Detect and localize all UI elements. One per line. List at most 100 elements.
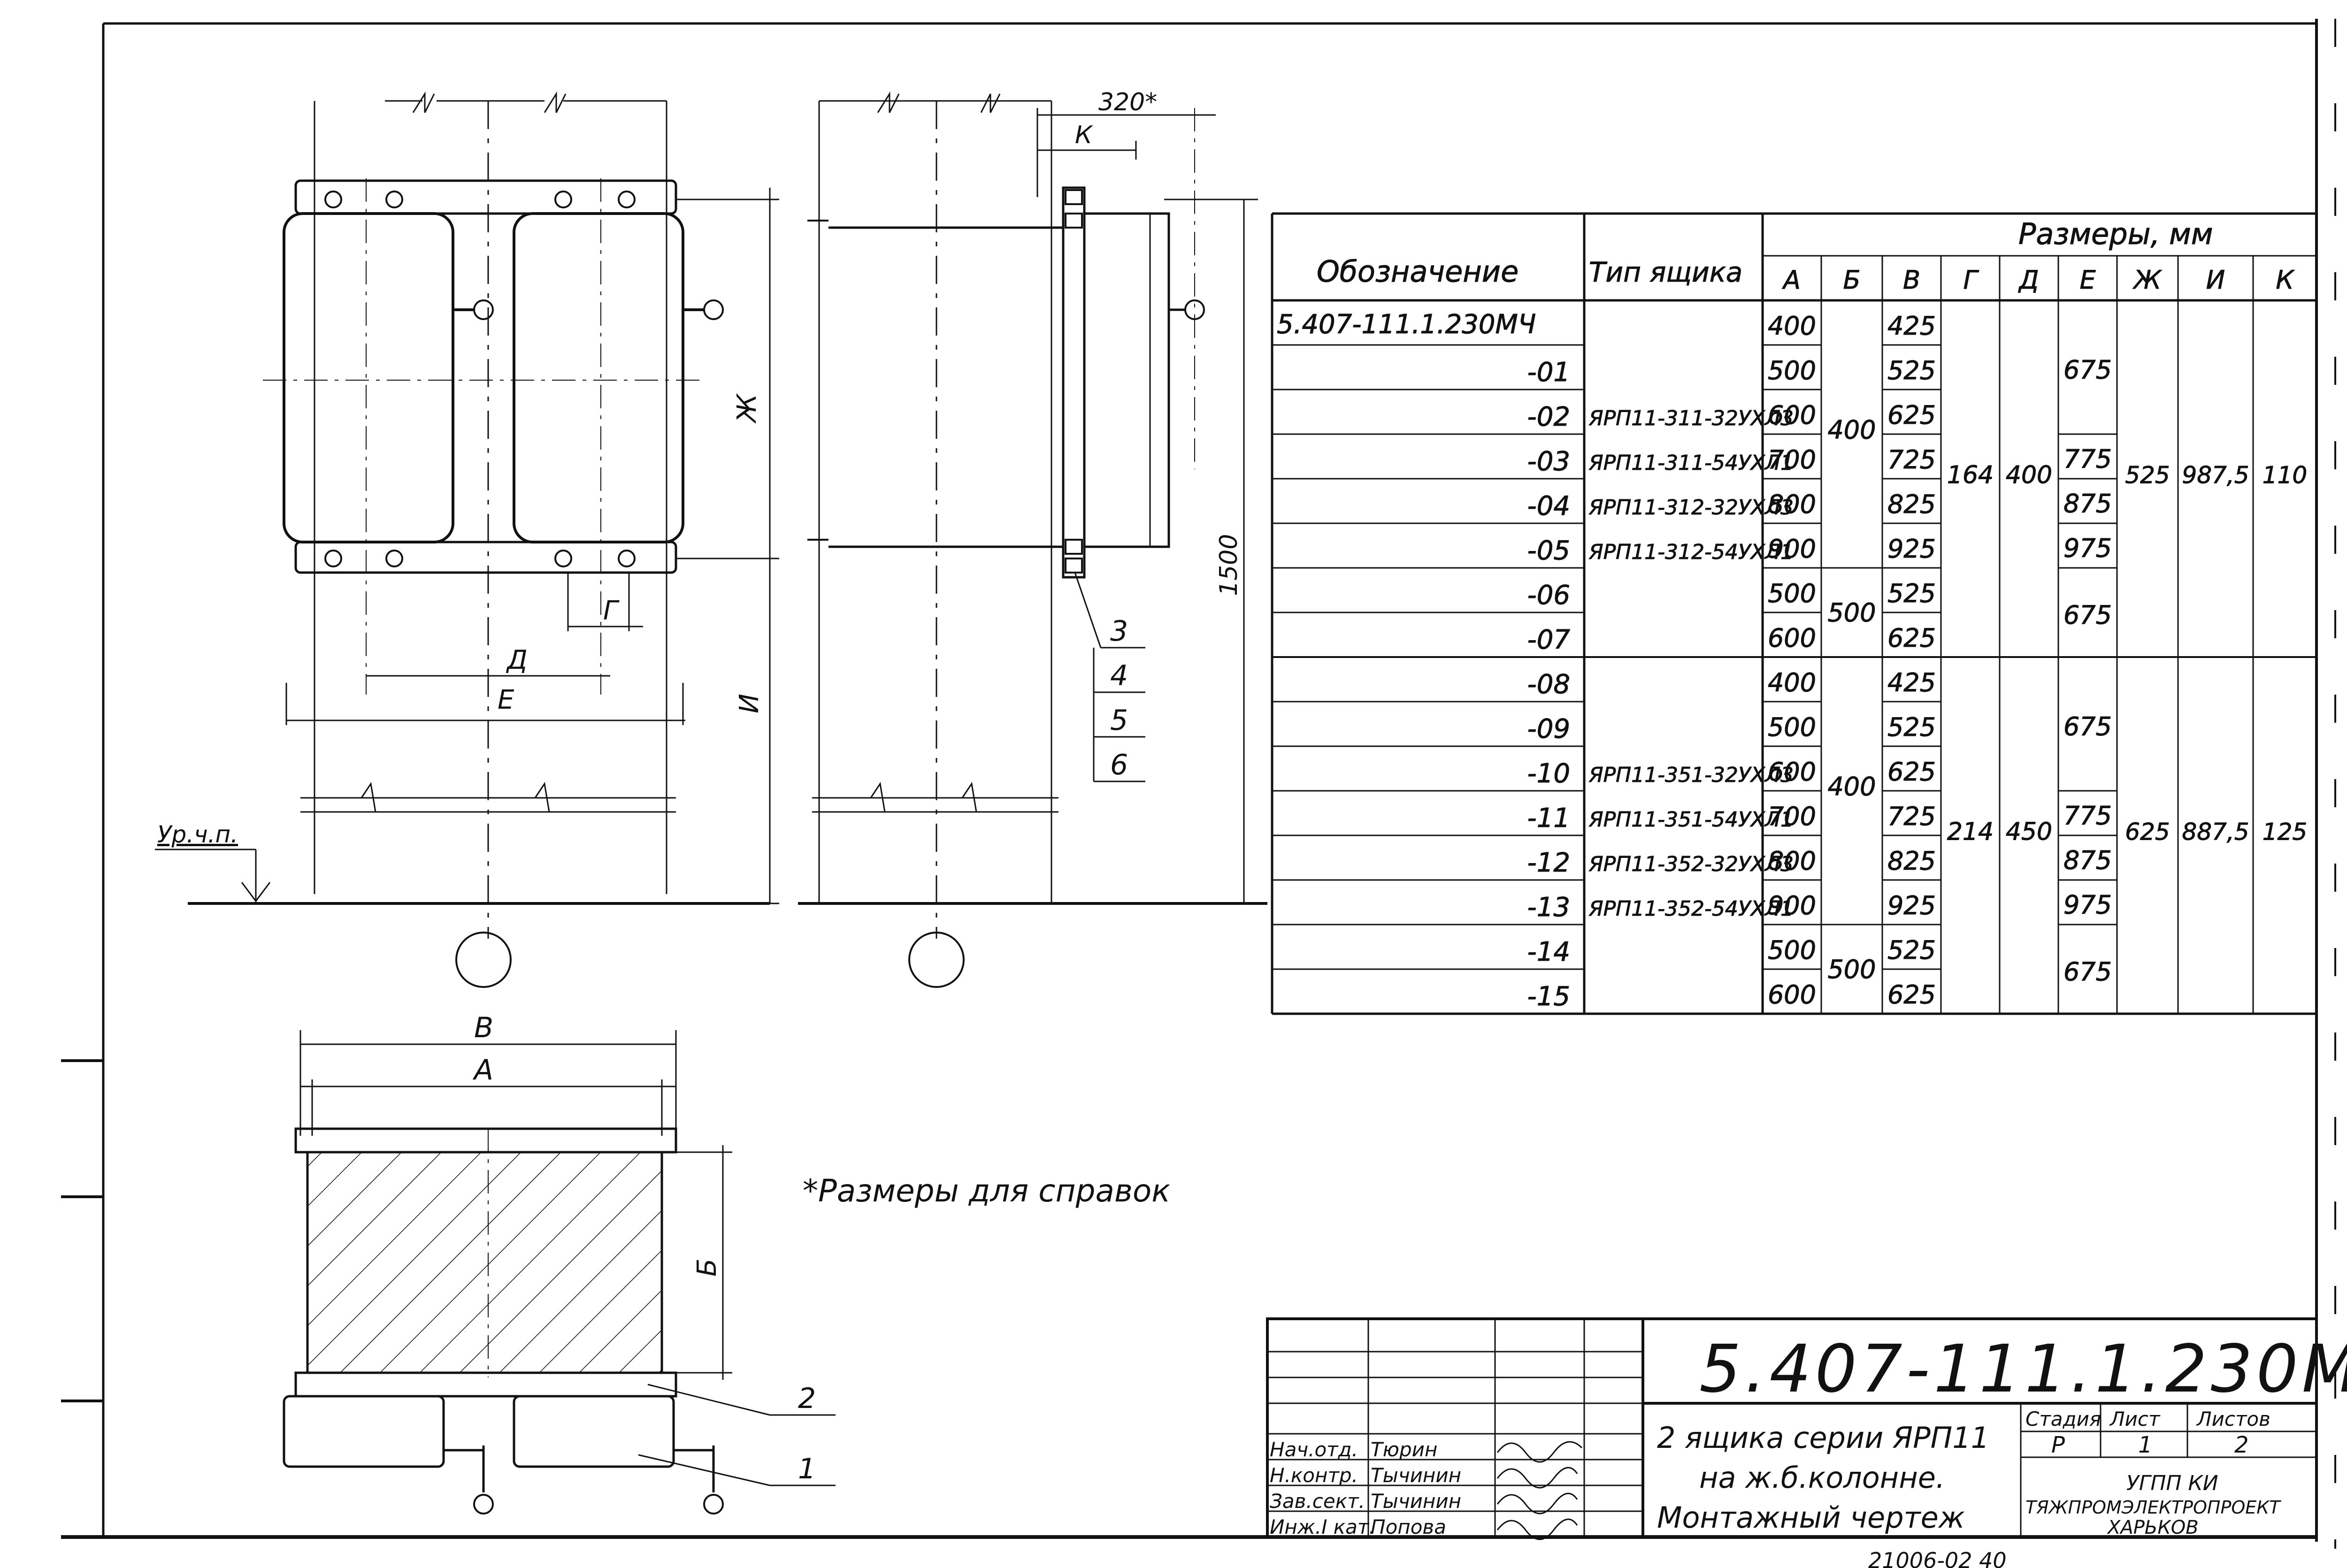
size-b-cell: 500	[1827, 955, 1876, 984]
dim-v-label: В	[474, 1011, 493, 1044]
designation-cell: 5.407-111.1.230МЧ	[1277, 309, 1536, 340]
designation-cell: -01	[1527, 357, 1570, 388]
size-a-cell: 600	[1768, 623, 1816, 653]
size-v-cell: 925	[1887, 534, 1936, 564]
role-0: Нач.отд.	[1270, 1438, 1358, 1461]
dim-k-label: К	[1075, 121, 1093, 149]
column-header: А	[1782, 265, 1801, 295]
size-a-cell: 400	[1768, 311, 1816, 341]
size-a-cell: 500	[1768, 712, 1816, 742]
header-designation: Обозначение	[1317, 254, 1519, 289]
size-e-cell: 675	[2063, 957, 2112, 987]
box-type-cell: ЯРП11-351-32УХЛ3	[1588, 763, 1794, 787]
size-a-cell: 900	[1768, 891, 1816, 920]
size-i-cell: 987,5	[2182, 462, 2249, 489]
org-line-1: УГПП КИ	[2126, 1471, 2218, 1495]
size-e-cell: 875	[2063, 489, 2112, 518]
doc-number: 5.407-111.1.230МЧ	[1699, 1331, 2347, 1407]
size-v-cell: 425	[1887, 311, 1936, 341]
title-line-1: 2 ящика серии ЯРП11	[1657, 1421, 1989, 1455]
column-header: Д	[2018, 265, 2039, 295]
name-3: Попова	[1371, 1515, 1446, 1538]
sheets-value: 2	[2234, 1432, 2249, 1458]
size-zh-cell: 525	[2125, 462, 2170, 489]
size-v-cell: 725	[1887, 802, 1936, 831]
size-a-cell: 500	[1768, 935, 1816, 965]
callout-2: 2	[798, 1382, 816, 1415]
dim-d-label: Д	[506, 645, 528, 675]
size-v-cell: 625	[1887, 980, 1936, 1010]
size-d-cell: 400	[2006, 461, 2052, 490]
size-a-cell: 500	[1768, 579, 1816, 608]
column-header: К	[2276, 265, 2295, 295]
callout-6: 6	[1110, 749, 1128, 781]
size-v-cell: 525	[1887, 712, 1936, 742]
box-type-cell: ЯРП11-352-32УХЛ3	[1588, 852, 1794, 876]
size-a-cell: 600	[1768, 757, 1816, 787]
role-1: Н.контр.	[1270, 1464, 1358, 1487]
size-e-cell: 675	[2063, 600, 2112, 630]
column-header: Б	[1843, 265, 1860, 295]
size-e-cell: 975	[2063, 533, 2112, 563]
callout-4: 4	[1110, 659, 1128, 692]
signatures	[1496, 1441, 1583, 1540]
size-v-cell: 725	[1887, 445, 1936, 474]
designation-cell: -02	[1527, 402, 1570, 432]
size-e-cell: 675	[2063, 355, 2112, 384]
role-2: Зав.сект.	[1270, 1490, 1365, 1513]
size-b-cell: 400	[1827, 415, 1876, 445]
org-line-3: ХАРЬКОВ	[2107, 1517, 2199, 1538]
sheets-label: Листов	[2196, 1407, 2270, 1430]
size-g-cell: 164	[1947, 461, 1994, 490]
stage-label: Стадия	[2025, 1407, 2101, 1430]
column-header: Г	[1963, 265, 1979, 295]
box-type-cell: ЯРП11-352-54УХЛ1	[1588, 897, 1794, 921]
dim-zh-label: Ж	[732, 393, 762, 424]
size-a-cell: 400	[1768, 668, 1816, 697]
name-1: Тычинин	[1371, 1464, 1461, 1487]
designation-cell: -07	[1527, 625, 1571, 655]
size-v-cell: 425	[1887, 668, 1936, 697]
size-v-cell: 625	[1887, 400, 1936, 430]
size-e-cell: 775	[2063, 801, 2112, 830]
org-line-2: ТЯЖПРОМЭЛЕКТРОПРОЕКТ	[2025, 1497, 2281, 1518]
designation-cell: -08	[1527, 669, 1570, 700]
plan-view: В А Б 2 1	[283, 1011, 836, 1514]
size-a-cell: 800	[1768, 846, 1816, 876]
callout-5: 5	[1110, 704, 1128, 737]
column-header: В	[1903, 265, 1920, 295]
size-a-cell: 900	[1768, 534, 1816, 564]
size-v-cell: 625	[1887, 623, 1936, 653]
footer-code: 21006-02 40	[1868, 1548, 2007, 1568]
size-a-cell: 600	[1768, 400, 1816, 430]
dim-e-label: Е	[498, 685, 514, 715]
size-v-cell: 525	[1887, 935, 1936, 965]
side-view: 320* К 1500 3 4 5 6	[798, 88, 1267, 988]
size-k-cell: 125	[2263, 818, 2307, 846]
sheet-label: Лист	[2109, 1407, 2161, 1430]
size-a-cell: 500	[1768, 356, 1816, 385]
dim-a-label: А	[472, 1054, 493, 1086]
designation-cell: -11	[1527, 803, 1570, 834]
size-v-cell: 825	[1887, 846, 1936, 876]
dim-g-label: Г	[603, 596, 620, 626]
designation-cell: -03	[1527, 446, 1570, 477]
size-e-cell: 875	[2063, 845, 2112, 875]
size-a-cell: 700	[1768, 802, 1816, 831]
size-v-cell: 925	[1887, 891, 1936, 920]
size-i-cell: 887,5	[2182, 818, 2249, 846]
size-b-cell: 500	[1827, 598, 1876, 627]
box-type-cell: ЯРП11-311-32УХЛ3	[1588, 406, 1794, 430]
level-label: Ур.ч.п.	[157, 821, 238, 848]
sheet-value: 1	[2138, 1432, 2153, 1458]
designation-cell: -05	[1527, 535, 1570, 566]
reference-note: *Размеры для справок	[803, 1173, 1170, 1209]
size-g-cell: 214	[1947, 818, 1994, 846]
dim-320-label: 320*	[1098, 88, 1157, 116]
designation-cell: -13	[1527, 892, 1570, 923]
front-view: Ж И Г Д Е Ур.ч.п.	[155, 91, 779, 988]
designation-cell: -06	[1527, 580, 1570, 611]
designation-cell: -15	[1527, 981, 1570, 1012]
box-type-cell: ЯРП11-312-54УХЛ1	[1588, 540, 1794, 564]
size-v-cell: 825	[1887, 490, 1936, 519]
